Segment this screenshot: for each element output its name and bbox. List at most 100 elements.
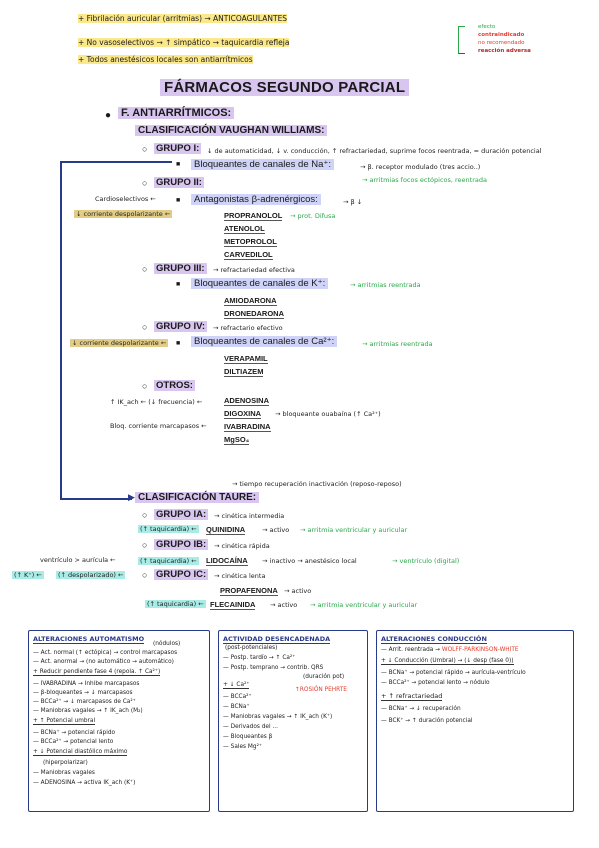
arrow-right-icon: ▶ [128, 492, 135, 502]
box-line: (hiperpolarizar) [43, 760, 88, 766]
box-actividad: ACTIVIDAD DESENCADENADA (post-potenciale… [218, 630, 368, 812]
box-line: — Maniobras vagales → ↑ IK_ach (M₂) [33, 708, 143, 714]
circle-icon: ○ [142, 510, 148, 520]
grupo-3-block-note: → arritmias reentrada [350, 281, 421, 289]
box-line: — Maniobras vagales [33, 770, 95, 776]
lidocaina-effect: → ventrículo (digital) [392, 557, 460, 565]
drug-adenosina: ADENOSINA [224, 396, 270, 406]
grupo-1-note: ↓ de automaticidad, ↓ v. conducción, ↑ r… [207, 147, 542, 155]
box-line: — Arrit. reentrada → WOLFF-PARKINSON-WHI… [381, 647, 519, 653]
box-line: + ↑ Potencial umbral [33, 718, 96, 725]
top-note-2: + No vasoselectivos → ↑ simpático → taqu… [78, 38, 290, 47]
circle-icon: ○ [142, 570, 148, 580]
box-automatismo: ALTERACIONES AUTOMATISMO (nódulos) — Act… [28, 630, 210, 812]
legend-bracket [458, 26, 465, 54]
page-title: FÁRMACOS SEGUNDO PARCIAL [160, 79, 410, 96]
drug-ivabradina: IVABRADINA [224, 422, 271, 432]
drug-metoprolol: METOPROLOL [224, 237, 277, 247]
box-line: — BCCa²⁺ → potencial lento [33, 739, 114, 745]
box-line: — β-bloqueantes → ↓ marcapasos [33, 690, 133, 696]
grupo-2-side-note-2: ↓ corriente despolarizante ← [74, 210, 173, 218]
drug-dronedarona: DRONEDARONA [224, 309, 284, 319]
grupo-ia-note: → cinética intermedia [214, 512, 285, 520]
box-line: + ↓ Ca²⁺ [223, 682, 250, 689]
propranolol-note: → prot. Difusa [290, 212, 336, 220]
box-line: + ↑ refractariedad [381, 692, 443, 701]
box-line: — BCNa⁺ → ↓ recuperación [381, 706, 461, 712]
box-conduccion-title: ALTERACIONES CONDUCCIÓN [381, 635, 487, 644]
box-line: — BCCa²⁺ [223, 694, 252, 700]
propafenona-note: → activo [284, 587, 312, 595]
box-line: — BCCa²⁺ → potencial lento → nódulo [381, 680, 490, 686]
box-line: — IVABRADINA → Inhibe marcapasos [33, 681, 140, 687]
otros-label: OTROS: [154, 380, 195, 391]
drug-flecainida: FLECAINIDA [210, 600, 256, 610]
flecainida-effect: → arritmia ventricular y auricular [310, 601, 418, 609]
circle-icon: ○ [142, 540, 148, 550]
taure-top-note: → tiempo recuperación inactivación (repo… [232, 480, 402, 488]
legend-item-contraindicated: contraindicado [478, 32, 525, 38]
grupo-ic-label: GRUPO IC: [154, 569, 209, 580]
square-icon: ■ [176, 340, 181, 347]
grupo-1-label: GRUPO I: [154, 143, 202, 154]
grupo-4-note: → refractario efectivo [213, 324, 283, 332]
circle-icon: ○ [142, 381, 148, 391]
grupo-3-block: Bloqueantes de canales de K⁺: [191, 278, 329, 289]
drug-lidocaina: LIDOCAÍNA [206, 556, 248, 566]
box-line: — Derivados del ... [223, 724, 278, 730]
flecainida-note: → activo [270, 601, 298, 609]
classification-vw: CLASIFICACIÓN VAUGHAN WILLIAMS: [135, 125, 328, 136]
grupo-2-block: Antagonistas β-adrenérgicos: [191, 194, 321, 205]
drug-diltiazem: DILTIAZEM [224, 367, 264, 377]
box-line: + ↓ Conducción (Umbral) → (↓ desp (fase … [381, 658, 514, 665]
grupo-4-side-note: ↓ corriente despolarizante ← [70, 339, 169, 347]
top-note-3: + Todos anestésicos locales son antiarrí… [78, 55, 253, 64]
grupo-ic-note: → cinética lenta [214, 572, 266, 580]
grupo-1-block-effect: → arritmias focos ectópicos, reentrada [362, 176, 487, 184]
connector-line-bottom [60, 498, 132, 500]
square-icon: ■ [176, 281, 181, 288]
grupo-ia-side: (↑ taquicardia) ← [138, 525, 199, 533]
drug-amiodarona: AMIODARONA [224, 296, 277, 306]
top-note-1: + Fibrilación auricular (arritmias) → AN… [78, 14, 288, 23]
box-red-note: ↑ROSIÓN PEHRTE [295, 687, 347, 693]
drug-propranolol: PROPRANOLOL [224, 211, 283, 221]
grupo-2-block-note: → β ↓ [343, 198, 363, 206]
drug-quinidina: QUINIDINA [206, 525, 246, 535]
lidocaina-note: → inactivo → anestésico local [262, 557, 357, 565]
box-line: — Postp. tardío → ↑ Ca²⁺ [223, 655, 296, 661]
box-line: + ↓ Potencial diastólico máximo [33, 749, 128, 756]
circle-icon: ○ [142, 144, 148, 154]
legend-item-adverse: reacción adversa [478, 48, 531, 54]
circle-icon: ○ [142, 264, 148, 274]
box-line: (duración pot) [303, 674, 345, 680]
grupo-ib-side: (↑ taquicardia) ← [138, 557, 199, 565]
box-line: — Maniobras vagales → ↑ IK_ach (K⁺) [223, 714, 333, 720]
box-line: — Bloqueantes β [223, 734, 273, 740]
grupo-ib-side-2: ventrículo > aurícula ← [40, 556, 116, 564]
grupo-3-note: → refractariedad efectiva [213, 266, 295, 274]
connector-line [60, 161, 62, 499]
square-icon: ■ [176, 161, 181, 168]
box-line: — Postp. temprano → contrib. QRS [223, 665, 324, 671]
circle-icon: ○ [142, 322, 148, 332]
legend-item-effect: efecto [478, 24, 496, 30]
grupo-1-block: Bloqueantes de canales de Na⁺: [191, 159, 335, 170]
drug-digoxina: DIGOXINA [224, 409, 262, 419]
box-line: (post-potenciales) [225, 645, 278, 651]
box-automatismo-title: ALTERACIONES AUTOMATISMO [33, 635, 145, 644]
box-line: — BCK⁺ → ↑ duración potencial [381, 718, 473, 724]
box-line: — BCNa⁺ → potencial rápido → aurícula-ve… [381, 670, 526, 676]
classification-taure: CLASIFICACIÓN TAURE: [135, 492, 260, 503]
grupo-4-block: Bloqueantes de canales de Ca²⁺: [191, 336, 338, 347]
box-line: — Act. normal (↑ ectópica) → control mar… [33, 650, 178, 656]
grupo-ic-side-f: (↑ taquicardia) ← [145, 600, 206, 608]
grupo-2-label: GRUPO II: [154, 177, 204, 188]
box-line: — BCNa⁺ [223, 704, 250, 710]
section-title: F. ANTIARRÍTMICOS: [118, 107, 235, 119]
grupo-ia-label: GRUPO IA: [154, 509, 209, 520]
drug-verapamil: VERAPAMIL [224, 354, 268, 364]
bullet-icon: ● [105, 110, 112, 121]
wpw-highlight: WOLFF-PARKINSON-WHITE [441, 647, 519, 653]
digoxina-note: → bloqueante ouabaína (↑ Ca²⁺) [275, 410, 381, 418]
